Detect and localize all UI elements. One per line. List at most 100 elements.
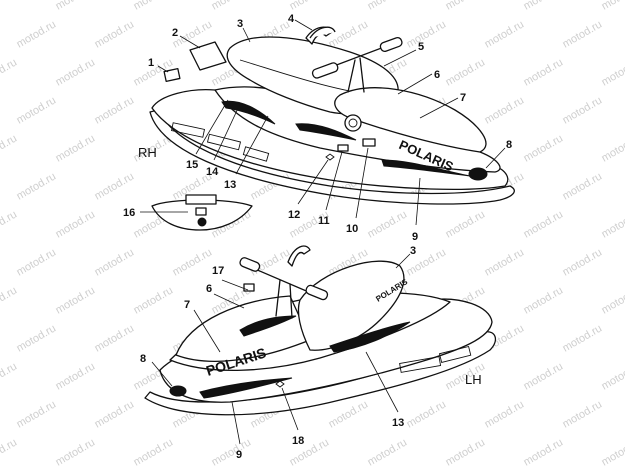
callout-rh-7: 7	[419, 92, 466, 119]
watermark-text: motod.ru	[0, 56, 19, 88]
callout-rh-12: 12	[288, 159, 329, 221]
svg-text:6: 6	[206, 283, 212, 295]
svg-text:12: 12	[288, 209, 300, 221]
watermark-text: motod.ru	[0, 208, 19, 240]
watermark-text: motod.ru	[54, 132, 98, 164]
lh-decal-17	[243, 283, 255, 292]
watermark-text: motod.ru	[15, 398, 59, 430]
svg-text:9: 9	[236, 449, 242, 461]
svg-text:8: 8	[506, 139, 512, 151]
watermark-text: motod.ru	[561, 398, 605, 430]
callout-rh-3: 3	[237, 18, 251, 43]
watermark-text: motod.ru	[54, 360, 98, 392]
watermark-text: motod.ru	[522, 284, 566, 316]
rh-part-1	[163, 68, 181, 82]
watermark-text: motod.ru	[210, 436, 254, 468]
callout-rh-5: 5	[383, 41, 424, 67]
watermark-text: motod.ru	[483, 94, 527, 126]
lh-seat	[297, 260, 405, 351]
lh-graphic-stripe	[199, 377, 293, 399]
watermark-text: motod.ru	[561, 322, 605, 354]
callout-lh-17: 17	[212, 265, 249, 291]
callout-lh-18: 18	[281, 387, 304, 447]
svg-text:9: 9	[412, 231, 418, 243]
inset-part-16	[151, 194, 253, 231]
watermark-text: motod.ru	[522, 436, 566, 468]
callout-rh-13: 13	[224, 115, 269, 191]
rh-hull-bumper	[149, 109, 515, 205]
watermark-text: motod.ru	[561, 170, 605, 202]
watermark-text: motod.ru	[366, 436, 410, 468]
callout-rh-16: 16	[123, 207, 188, 219]
watermark-text: motod.ru	[288, 0, 332, 13]
rh-part-2	[189, 41, 227, 71]
rh-rubrail	[170, 122, 270, 162]
svg-text:3: 3	[410, 245, 416, 257]
watermark-text: motod.ru	[54, 208, 98, 240]
lh-watercraft: POLARIS POLARIS	[144, 245, 497, 416]
rh-fuel-cap	[344, 114, 362, 132]
watermark-text: motod.ru	[93, 398, 137, 430]
watermark-text: motod.ru	[0, 436, 19, 468]
watermark-text: motod.ru	[0, 360, 19, 392]
callout-rh-9: 9	[412, 177, 421, 243]
svg-text:8: 8	[140, 353, 146, 365]
rh-hood	[334, 87, 487, 153]
rh-decal-12	[325, 153, 335, 161]
watermark-text: motod.ru	[600, 0, 625, 13]
watermark-text: motod.ru	[54, 284, 98, 316]
svg-text:4: 4	[288, 13, 295, 25]
rh-watercraft: POLARIS	[149, 26, 515, 205]
watermark-text: motod.ru	[522, 208, 566, 240]
watermark-text: motod.ru	[522, 132, 566, 164]
svg-text:14: 14	[206, 166, 219, 178]
lh-nose-badge	[169, 385, 187, 397]
lh-decal-18	[275, 380, 285, 388]
callout-rh-4: 4	[288, 13, 313, 31]
svg-text:3: 3	[237, 18, 243, 30]
watermark-text: motod.ru	[171, 246, 215, 278]
watermark-text: motod.ru	[444, 0, 488, 13]
watermark-text: motod.ru	[600, 56, 625, 88]
rh-part-4	[309, 26, 336, 39]
svg-text:7: 7	[460, 92, 466, 104]
watermark-text: motod.ru	[15, 322, 59, 354]
svg-text:13: 13	[224, 179, 236, 191]
callout-rh-10: 10	[346, 147, 369, 235]
watermark-text: motod.ru	[327, 18, 371, 50]
svg-text:2: 2	[172, 27, 178, 39]
watermark-text: motod.ru	[522, 0, 566, 13]
watermark-text: motod.ru	[93, 246, 137, 278]
watermark-text: motod.ru	[483, 18, 527, 50]
watermark-text: motod.ru	[366, 0, 410, 13]
svg-text:17: 17	[212, 265, 224, 277]
rh-handlebar	[311, 36, 403, 93]
svg-text:18: 18	[292, 435, 304, 447]
watermark-text: motod.ru	[132, 0, 176, 13]
watermark-text: motod.ru	[54, 0, 98, 13]
rh-callouts: 1 2 3 4 5 6 7 8	[123, 13, 512, 243]
lh-callouts: 3 17 6 7 8 9 18 13	[140, 245, 416, 461]
watermark-text: motod.ru	[444, 56, 488, 88]
watermark-text: motod.ru	[600, 360, 625, 392]
watermark-text: motod.ru	[444, 208, 488, 240]
watermark-text: motod.ru	[405, 18, 449, 50]
watermark-text: motod.ru	[15, 170, 59, 202]
svg-text:5: 5	[418, 41, 424, 53]
watermark-text: motod.ru	[522, 56, 566, 88]
lh-view-label: LH	[465, 372, 482, 387]
watermark-text: motod.ru	[210, 0, 254, 13]
callout-lh-6: 6	[206, 283, 245, 309]
watermark-text: motod.ru	[600, 132, 625, 164]
callout-lh-9: 9	[231, 401, 242, 461]
watermark-text: motod.ru	[561, 18, 605, 50]
callout-rh-11: 11	[318, 151, 343, 227]
callout-rh-15: 15	[186, 99, 229, 171]
lh-rubrail	[399, 345, 472, 373]
lh-handlebar	[239, 245, 329, 319]
svg-text:6: 6	[434, 69, 440, 81]
watermark-text: motod.ru	[93, 18, 137, 50]
watermark-text: motod.ru	[483, 398, 527, 430]
